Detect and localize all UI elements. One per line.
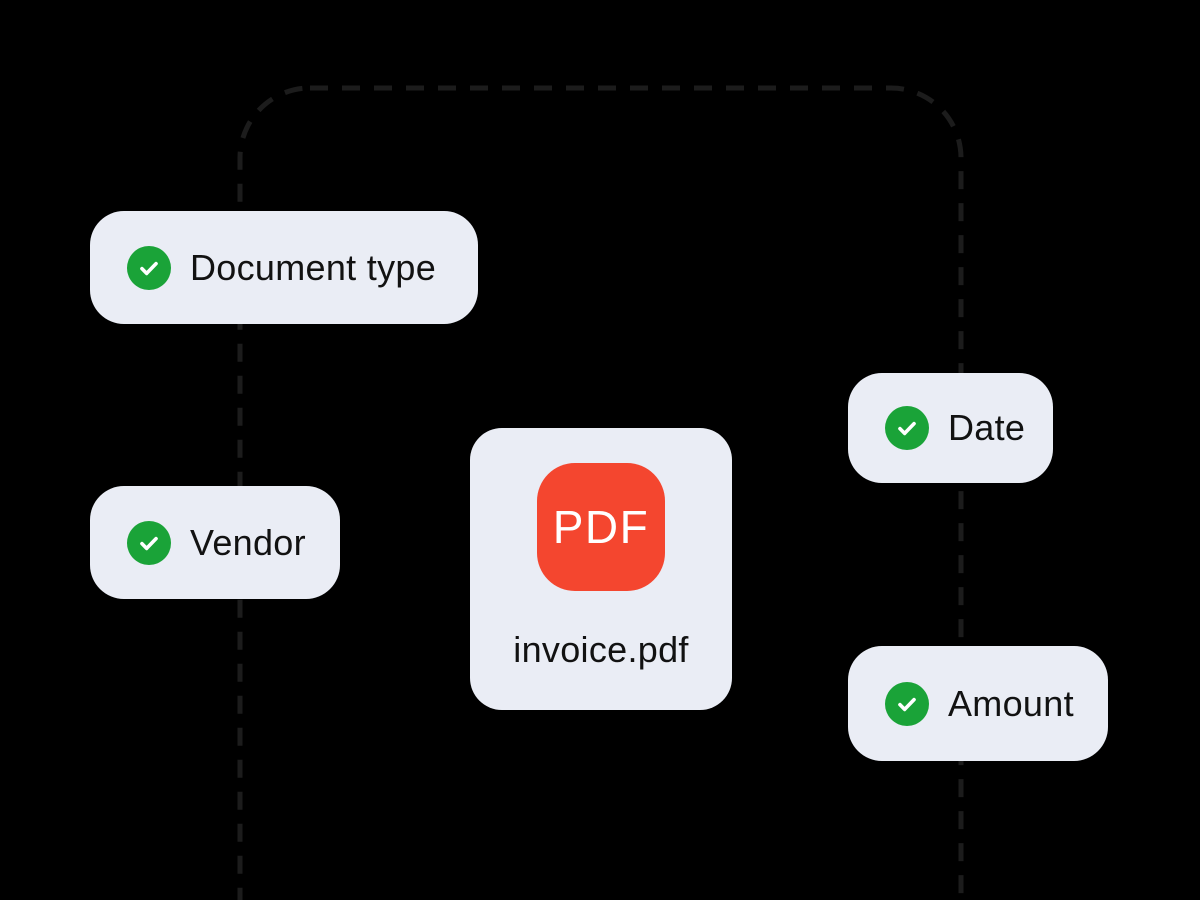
pdf-icon-label: PDF: [552, 501, 650, 553]
badge-vendor: Vendor: [90, 486, 340, 599]
file-name: invoice.pdf: [513, 629, 689, 670]
badge-label: Vendor: [190, 521, 306, 563]
check-circle-icon: [885, 406, 929, 450]
badge-label: Amount: [948, 682, 1074, 724]
check-circle-icon: [127, 520, 171, 565]
check-circle-icon: [127, 245, 171, 290]
badge-document-type: Document type: [90, 211, 478, 324]
badge-amount: Amount: [848, 646, 1108, 761]
badge-label: Date: [948, 407, 1026, 448]
pdf-file-icon: PDF: [537, 463, 665, 591]
check-circle-icon: [885, 681, 929, 726]
badge-label: Document type: [190, 246, 437, 288]
file-card: PDF invoice.pdf: [470, 428, 732, 710]
badge-date: Date: [848, 373, 1053, 483]
